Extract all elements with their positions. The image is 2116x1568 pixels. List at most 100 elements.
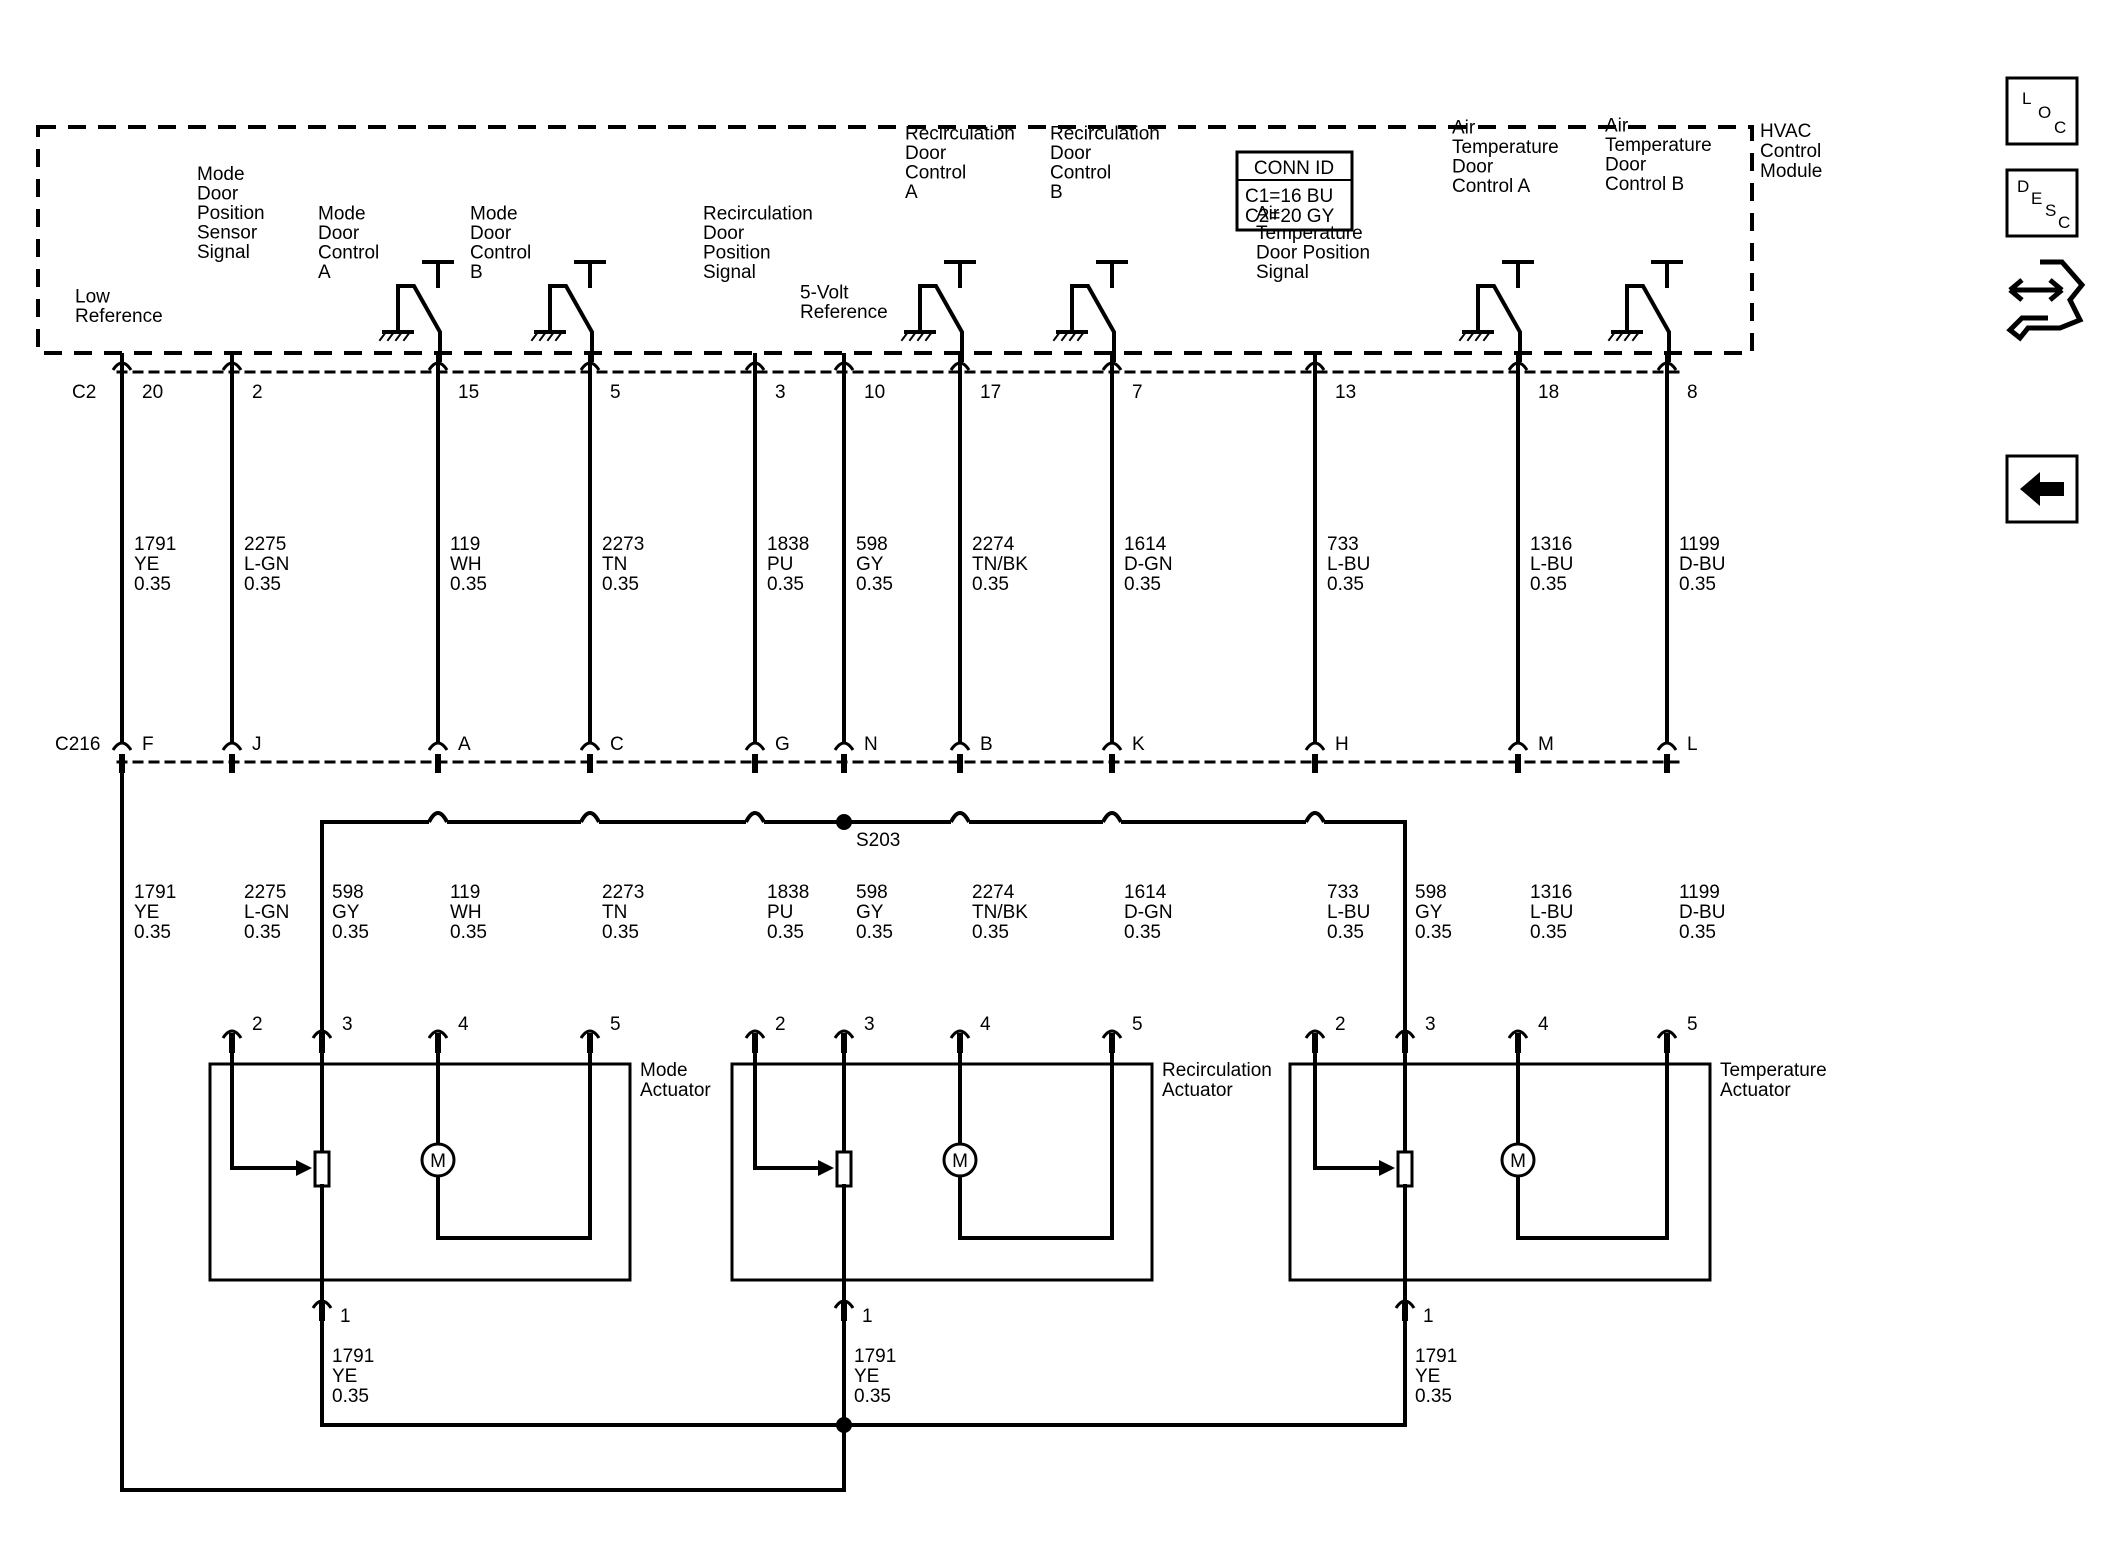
circuit-label: Air [1452, 118, 1476, 139]
ground-hatch [924, 330, 934, 342]
wire-spec: TN [602, 554, 627, 575]
circuit-label: A [905, 182, 918, 203]
actuator-terminal [1101, 1029, 1123, 1039]
c2-connector-label: C2 [72, 382, 96, 403]
c2-pin-number: 18 [1538, 382, 1559, 403]
wiper-arrow [818, 1160, 834, 1176]
wire-spec: L-BU [1327, 902, 1370, 923]
actuator-terminal [427, 1029, 449, 1039]
wire-spec: 1316 [1530, 882, 1572, 903]
wire-spec: PU [767, 554, 793, 575]
wiper-arrow [296, 1160, 312, 1176]
c216-pin-number: B [980, 734, 993, 755]
c2-pin-number: 15 [458, 382, 479, 403]
circuit-label: Door [1452, 157, 1494, 178]
c2-pin-number: 5 [610, 382, 621, 403]
circuit-label: A [318, 262, 331, 283]
ground-hatch [530, 330, 540, 342]
desc-letter: C [2058, 213, 2070, 232]
wire-spec: 1838 [767, 882, 809, 903]
bus-gap [746, 818, 764, 826]
actuator-box [1288, 1062, 1712, 1282]
connector-tool-icon[interactable] [2006, 259, 2086, 342]
connector-outline [2006, 259, 2086, 342]
ground-hatch [394, 330, 404, 342]
loc-icon[interactable]: LOC [2005, 76, 2079, 146]
bus-hop [744, 811, 766, 823]
wire-spec: D-BU [1679, 554, 1725, 575]
actuator-pin-number: 4 [458, 1014, 469, 1035]
wire-spec: 1316 [1530, 534, 1572, 555]
c216-pin-number: H [1335, 734, 1349, 755]
circuit-label: Temperature [1605, 135, 1712, 156]
c2-pin-number: 20 [142, 382, 163, 403]
wire-spec: TN/BK [972, 902, 1028, 923]
wire-spec: 0.35 [332, 1386, 369, 1407]
ground-hatch [1474, 330, 1484, 342]
c216-connector-label: C216 [55, 734, 100, 755]
c216-pin-number: L [1687, 734, 1698, 755]
circuit-label: Signal [1256, 262, 1309, 283]
ground-hatch [1052, 330, 1062, 342]
wire-spec: GY [332, 902, 360, 923]
wire-spec: PU [767, 902, 793, 923]
module-name: Control [1760, 141, 1821, 162]
ground-hatch [908, 330, 918, 342]
circuit-label: Position [197, 203, 265, 224]
wire-spec: L-GN [244, 554, 289, 575]
wire-spec: GY [856, 554, 884, 575]
c216-pin-number: A [458, 734, 471, 755]
actuator-pin-number: 3 [342, 1014, 353, 1035]
wire-spec: 0.35 [1124, 574, 1161, 595]
wire-spec: YE [854, 1366, 879, 1387]
switch-lever [548, 284, 594, 362]
ground-hatch [538, 330, 548, 342]
bus-hop [1304, 811, 1326, 823]
c216-terminal [949, 741, 971, 751]
potentiometer [313, 1150, 331, 1188]
wire-spec: L-BU [1327, 554, 1370, 575]
switch-lever [918, 284, 964, 362]
actuator-terminal [579, 1029, 601, 1039]
wire-spec: 0.35 [1327, 574, 1364, 595]
wire-spec: YE [1415, 1366, 1440, 1387]
desc-icon-frame [2005, 168, 2079, 238]
switch-lever [1625, 284, 1671, 362]
loc-letter: O [2038, 103, 2051, 122]
wire-spec: TN [602, 902, 627, 923]
desc-letter: E [2031, 189, 2042, 208]
bus-gap [1306, 818, 1324, 826]
circuit-label: Recirculation [703, 204, 813, 225]
actuator-name: Actuator [640, 1080, 711, 1101]
wire-spec: L-BU [1530, 902, 1573, 923]
c216-terminal [427, 741, 449, 751]
wire-spec: 0.35 [1679, 922, 1716, 943]
loc-icon-frame [2005, 76, 2079, 146]
wire-spec: GY [1415, 902, 1443, 923]
circuit-label: Control [1050, 163, 1111, 184]
wire-spec: 0.35 [602, 922, 639, 943]
actuator-terminal [1304, 1029, 1326, 1039]
c216-terminal [1101, 741, 1123, 751]
wire-spec: 0.35 [134, 922, 171, 943]
wire-spec: 733 [1327, 534, 1359, 555]
wire-spec: YE [134, 902, 159, 923]
wire-spec: 0.35 [1124, 922, 1161, 943]
circuit-label: Control A [1452, 176, 1530, 197]
wire-spec: 0.35 [767, 574, 804, 595]
wire-spec: 0.35 [1415, 1386, 1452, 1407]
circuit-label: Control [318, 243, 379, 264]
conn-id-title: CONN ID [1254, 158, 1334, 179]
circuit-label: Reference [800, 302, 888, 323]
circuit-label: Door Position [1256, 243, 1370, 264]
wire-spec: 0.35 [972, 922, 1009, 943]
switch-lever [396, 284, 442, 362]
bus-hop [579, 811, 601, 823]
back-arrow-icon[interactable] [2005, 454, 2079, 524]
wire-spec: 598 [1415, 882, 1447, 903]
actuator-name: Actuator [1720, 1080, 1791, 1101]
actuator-pin-number: 4 [980, 1014, 991, 1035]
actuator-pin-number: 2 [252, 1014, 263, 1035]
